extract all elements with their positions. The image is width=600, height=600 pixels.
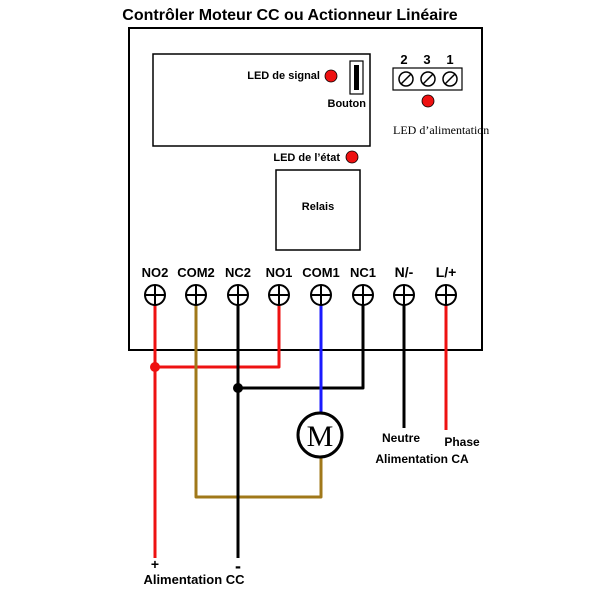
screw-terminal-icon bbox=[310, 284, 332, 306]
terminal-label-n: N/- bbox=[395, 264, 414, 280]
terminal-label-l: L/+ bbox=[436, 264, 457, 280]
junction-dot bbox=[150, 362, 160, 372]
relay-label: Relais bbox=[302, 201, 334, 213]
button-label: Bouton bbox=[328, 98, 367, 110]
terminal-label-no1: NO1 bbox=[266, 265, 293, 280]
led-signal-label: LED de signal bbox=[247, 70, 320, 82]
dc-minus-label: - bbox=[235, 556, 241, 576]
screw-terminal-icon bbox=[185, 284, 207, 306]
motor-symbol: M bbox=[307, 420, 334, 453]
terminal-label-no2: NO2 bbox=[142, 265, 169, 280]
screw-terminal-icon bbox=[144, 284, 166, 306]
power-terminal-number: 2 bbox=[400, 52, 407, 67]
power-terminal-number: 1 bbox=[446, 52, 453, 67]
dc-supply-label: Alimentation CC bbox=[143, 572, 245, 587]
junction-dot bbox=[233, 383, 243, 393]
status-led bbox=[345, 150, 359, 164]
signal-led bbox=[324, 69, 338, 83]
screw-terminal-icon bbox=[268, 284, 290, 306]
terminal-label-com1: COM1 bbox=[302, 265, 340, 280]
relay-box bbox=[275, 169, 361, 251]
motor-icon: M bbox=[296, 411, 344, 459]
wires bbox=[153, 300, 448, 558]
screw-terminal-icon bbox=[227, 284, 249, 306]
screw-terminal-icon bbox=[435, 284, 457, 306]
power-terminal-number: 3 bbox=[423, 52, 430, 67]
screw-terminal-icon bbox=[393, 284, 415, 306]
button-slider bbox=[354, 65, 359, 90]
screw-terminal-icon bbox=[442, 71, 458, 87]
terminal-screws bbox=[144, 284, 457, 306]
terminal-label-nc2: NC2 bbox=[225, 265, 251, 280]
wire-black-nc1 bbox=[238, 300, 365, 390]
neutral-label: Neutre bbox=[382, 431, 420, 445]
led-power-label: LED d’alimentation bbox=[393, 123, 489, 137]
phase-label: Phase bbox=[444, 435, 480, 449]
power-led bbox=[421, 94, 435, 108]
ac-supply-label: Alimentation CA bbox=[375, 452, 469, 466]
screw-terminal-icon bbox=[352, 284, 374, 306]
screw-terminal-icon bbox=[398, 71, 414, 87]
diagram-title: Contrôler Moteur CC ou Actionneur Linéai… bbox=[122, 7, 458, 24]
terminal-label-nc1: NC1 bbox=[350, 265, 376, 280]
screw-terminal-icon bbox=[420, 71, 436, 87]
pcb-panel bbox=[152, 53, 371, 147]
dc-plus-label: + bbox=[151, 556, 159, 572]
terminal-label-com2: COM2 bbox=[177, 265, 215, 280]
led-status-label: LED de l’état bbox=[273, 152, 340, 164]
wire-brown-com2 bbox=[194, 300, 323, 499]
